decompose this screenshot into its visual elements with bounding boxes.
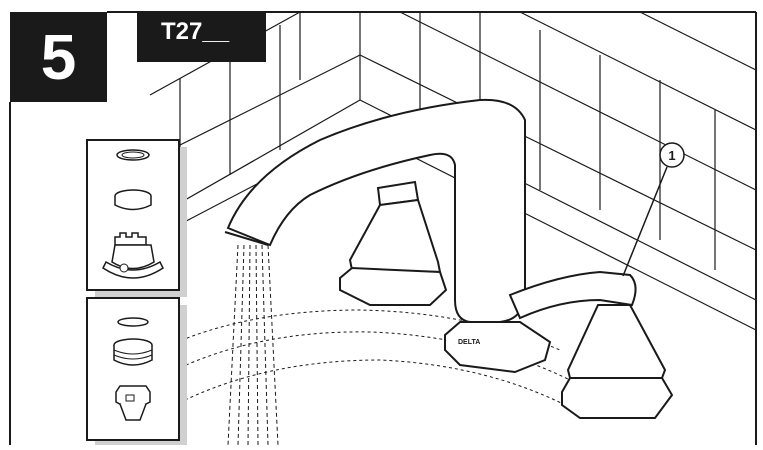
water-stream	[227, 244, 279, 446]
callout-1: 1	[622, 142, 685, 277]
model-number-label: T27__	[137, 12, 266, 62]
parts-inset-bottom	[86, 297, 187, 445]
brand-mark: DELTA	[458, 339, 480, 346]
step-number-badge: 5	[10, 12, 107, 102]
left-handle	[339, 180, 448, 306]
callout-number: 1	[668, 148, 675, 163]
right-handle	[508, 270, 674, 419]
parts-inset-top	[86, 139, 187, 297]
spout-base	[444, 321, 552, 374]
